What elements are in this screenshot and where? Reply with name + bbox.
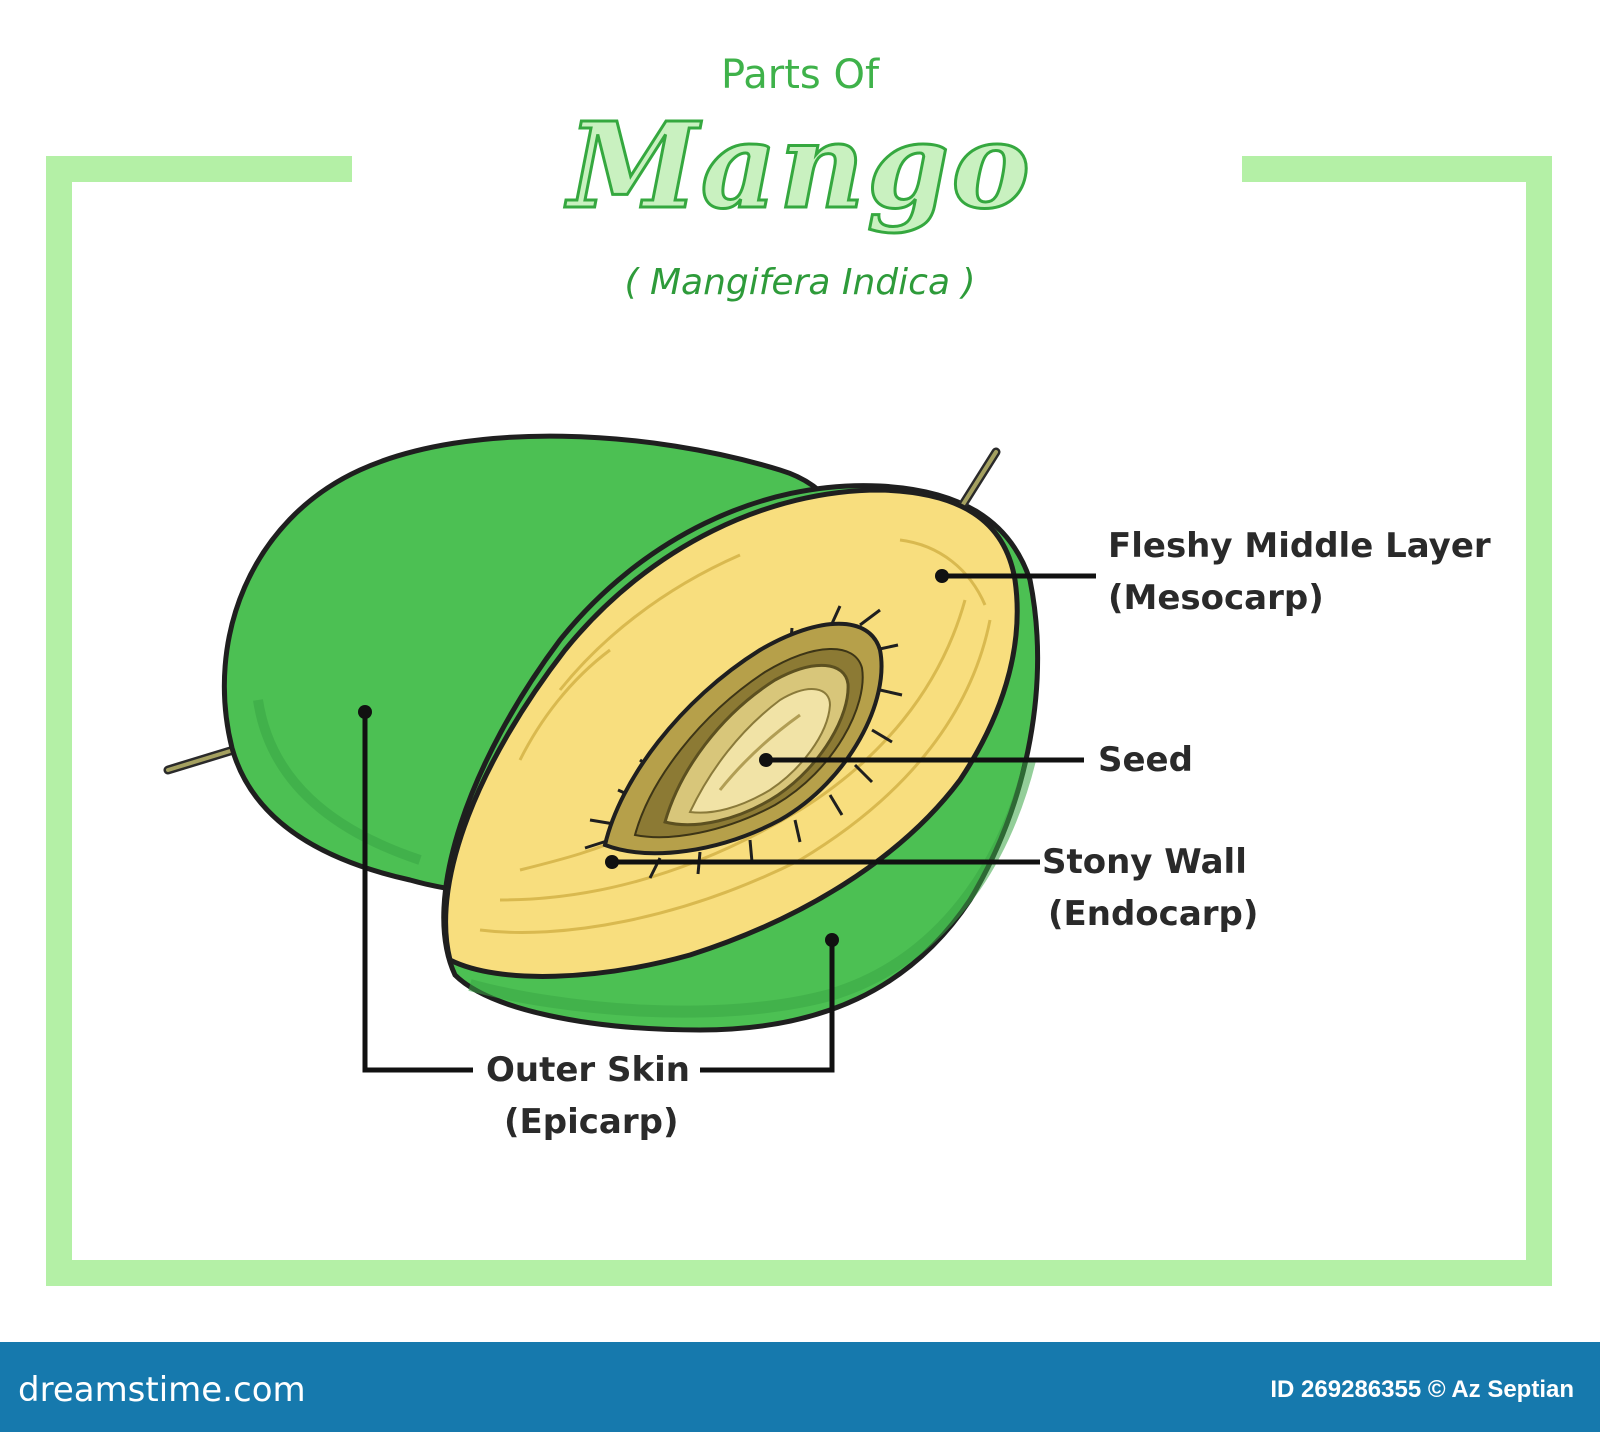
label-mesocarp: Fleshy Middle Layer (Mesocarp)	[1108, 520, 1491, 624]
mango-diagram	[46, 156, 1552, 1286]
frame	[46, 156, 1552, 1286]
label-seed-line1: Seed	[1098, 740, 1193, 780]
label-endocarp-line1: Stony Wall	[1042, 842, 1247, 882]
label-epicarp: Outer Skin (Epicarp)	[486, 1044, 690, 1148]
label-endocarp-line2: (Endocarp)	[1048, 894, 1259, 934]
footer-brand-logo: dreamstime.com	[18, 1370, 306, 1410]
label-seed: Seed	[1098, 734, 1193, 786]
title-mango: Mango	[566, 95, 1033, 237]
pointer-dots	[358, 569, 949, 947]
title-scientific-name: ( Mangifera Indica )	[624, 262, 976, 303]
label-epicarp-line2: (Epicarp)	[504, 1102, 679, 1142]
label-endocarp: Stony Wall (Endocarp)	[1042, 836, 1258, 940]
seed	[663, 664, 850, 827]
title-parts-of: Parts Of	[720, 52, 880, 98]
pointer-lines	[362, 573, 1096, 1073]
footer-bar: dreamstime.com ID 269286355 © Az Septian	[0, 1342, 1600, 1432]
footer-image-id: ID 269286355 © Az Septian	[1270, 1376, 1574, 1403]
label-epicarp-line1: Outer Skin	[486, 1050, 690, 1090]
label-mesocarp-line2: (Mesocarp)	[1108, 578, 1324, 618]
label-mesocarp-line1: Fleshy Middle Layer	[1108, 526, 1491, 566]
